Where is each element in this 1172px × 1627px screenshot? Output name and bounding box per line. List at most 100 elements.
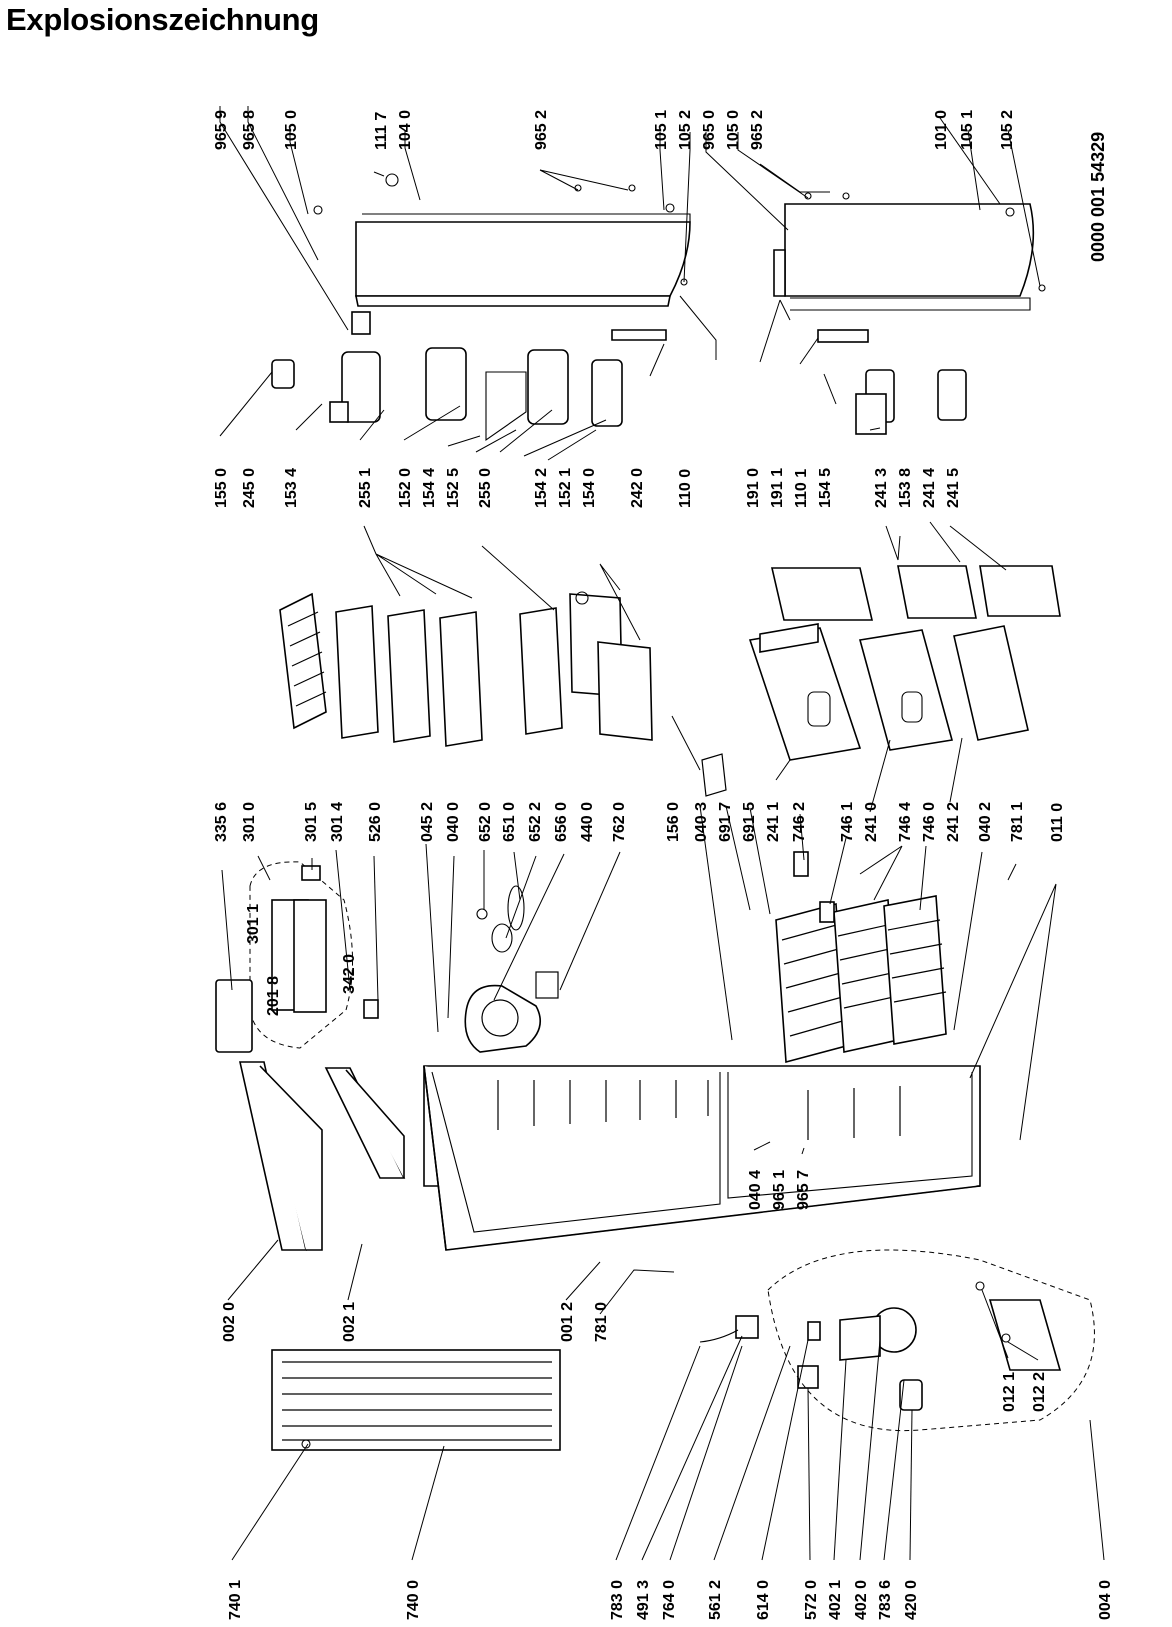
label-764-0: 764 0 (661, 1580, 678, 1620)
label-342-0: 342 0 (341, 954, 358, 994)
label-152-0: 152 0 (397, 468, 414, 508)
label-105-0-top: 105 0 (283, 110, 300, 150)
label-241-5: 241 5 (945, 468, 962, 508)
label-651-0: 651 0 (501, 802, 518, 842)
label-746-2: 746 2 (791, 802, 808, 842)
label-781-0: 781 0 (593, 1302, 610, 1342)
label-255-1: 255 1 (357, 468, 374, 508)
condenser-coil (271, 1349, 561, 1451)
label-040-2: 040 2 (977, 802, 994, 842)
fridge-door (313, 173, 691, 307)
label-561-2: 561 2 (707, 1580, 724, 1620)
label-154-4: 154 4 (421, 468, 438, 508)
label-614-0: 614 0 (755, 1580, 772, 1620)
label-965-1: 965 1 (771, 1170, 788, 1210)
leader-lines (219, 106, 1105, 1561)
glass-shelves (279, 591, 653, 747)
document-number: 0000 001 54329 (1088, 132, 1108, 262)
label-002-1: 002 1 (341, 1302, 358, 1342)
label-012-2: 012 2 (1031, 1372, 1048, 1412)
label-746-4: 746 4 (897, 802, 914, 842)
label-965-2-top2: 965 2 (749, 110, 766, 150)
label-420-0: 420 0 (903, 1580, 920, 1620)
label-104-0: 104 0 (397, 110, 414, 150)
label-440-0: 440 0 (579, 802, 596, 842)
label-156-0: 156 0 (665, 802, 682, 842)
label-241-0: 241 0 (863, 802, 880, 842)
label-781-1: 781 1 (1009, 802, 1026, 842)
label-002-0: 002 0 (221, 1302, 238, 1342)
label-740-0: 740 0 (405, 1580, 422, 1620)
label-691-7: 691 7 (717, 802, 734, 842)
label-783-6: 783 6 (877, 1580, 894, 1620)
label-012-1: 012 1 (1001, 1372, 1018, 1412)
label-191-0: 191 0 (745, 468, 762, 508)
freezer-door (773, 192, 1046, 311)
label-255-0: 255 0 (477, 468, 494, 508)
label-154-0: 154 0 (581, 468, 598, 508)
label-105-2-top: 105 2 (677, 110, 694, 150)
label-746-0: 746 0 (921, 802, 938, 842)
label-301-4: 301 4 (329, 802, 346, 842)
label-965-7: 965 7 (795, 1170, 812, 1210)
label-101-0: 101 0 (933, 110, 950, 150)
fan-assembly (464, 885, 559, 1053)
label-040-3: 040 3 (693, 802, 710, 842)
label-241-4: 241 4 (921, 468, 938, 508)
label-762-0: 762 0 (611, 802, 628, 842)
label-402-1: 402 1 (827, 1580, 844, 1620)
label-301-1: 301 1 (245, 904, 262, 944)
label-491-3: 491 3 (635, 1580, 652, 1620)
label-402-0: 402 0 (853, 1580, 870, 1620)
label-691-5: 691 5 (741, 802, 758, 842)
label-965-9: 965 9 (213, 110, 230, 150)
label-004-0: 004 0 (1097, 1580, 1114, 1620)
label-153-8: 153 8 (897, 468, 914, 508)
label-110-0: 110 0 (677, 469, 694, 508)
label-154-2: 154 2 (533, 468, 550, 508)
label-965-2-top: 965 2 (533, 110, 550, 150)
label-652-2: 652 2 (527, 802, 544, 842)
label-111-7: 111 7 (373, 112, 390, 150)
label-110-1: 110 1 (793, 469, 810, 508)
label-965-8: 965 8 (241, 110, 258, 150)
label-191-1: 191 1 (769, 468, 786, 508)
label-656-0: 656 0 (553, 802, 570, 842)
label-105-1-top3: 105 1 (959, 110, 976, 150)
label-105-2-top3: 105 2 (999, 110, 1016, 150)
label-241-1: 241 1 (765, 802, 782, 842)
label-011-0: 011 0 (1049, 803, 1066, 842)
freezer-drawers (701, 565, 1061, 797)
cabinet-body (423, 1065, 981, 1251)
label-245-0: 245 0 (241, 468, 258, 508)
label-572-0: 572 0 (803, 1580, 820, 1620)
label-154-5: 154 5 (817, 468, 834, 508)
door-balconies (271, 311, 967, 442)
cover-plates (239, 1061, 406, 1251)
label-040-0: 040 0 (445, 802, 462, 842)
compressor-group (699, 1249, 1095, 1432)
label-105-1-top: 105 1 (653, 110, 670, 150)
label-152-1: 152 1 (557, 468, 574, 508)
control-panel (215, 861, 379, 1053)
label-040-4: 040 4 (747, 1170, 764, 1210)
label-526-0: 526 0 (367, 802, 384, 842)
label-241-3: 241 3 (873, 468, 890, 508)
label-740-1: 740 1 (227, 1580, 244, 1620)
label-301-0: 301 0 (241, 802, 258, 842)
evaporator-plates (775, 851, 947, 1064)
label-155-0: 155 0 (213, 468, 230, 508)
label-242-0: 242 0 (629, 468, 646, 508)
label-152-5: 152 5 (445, 468, 462, 508)
label-652-0: 652 0 (477, 802, 494, 842)
label-105-0-top2: 105 0 (725, 110, 742, 150)
label-001-2: 001 2 (559, 1302, 576, 1342)
label-153-4: 153 4 (283, 468, 300, 508)
label-965-0-top: 965 0 (701, 110, 718, 150)
label-746-1: 746 1 (839, 802, 856, 842)
label-045-2: 045 2 (419, 802, 436, 842)
label-301-5: 301 5 (303, 802, 320, 842)
label-241-2: 241 2 (945, 802, 962, 842)
label-335-6: 335 6 (213, 802, 230, 842)
